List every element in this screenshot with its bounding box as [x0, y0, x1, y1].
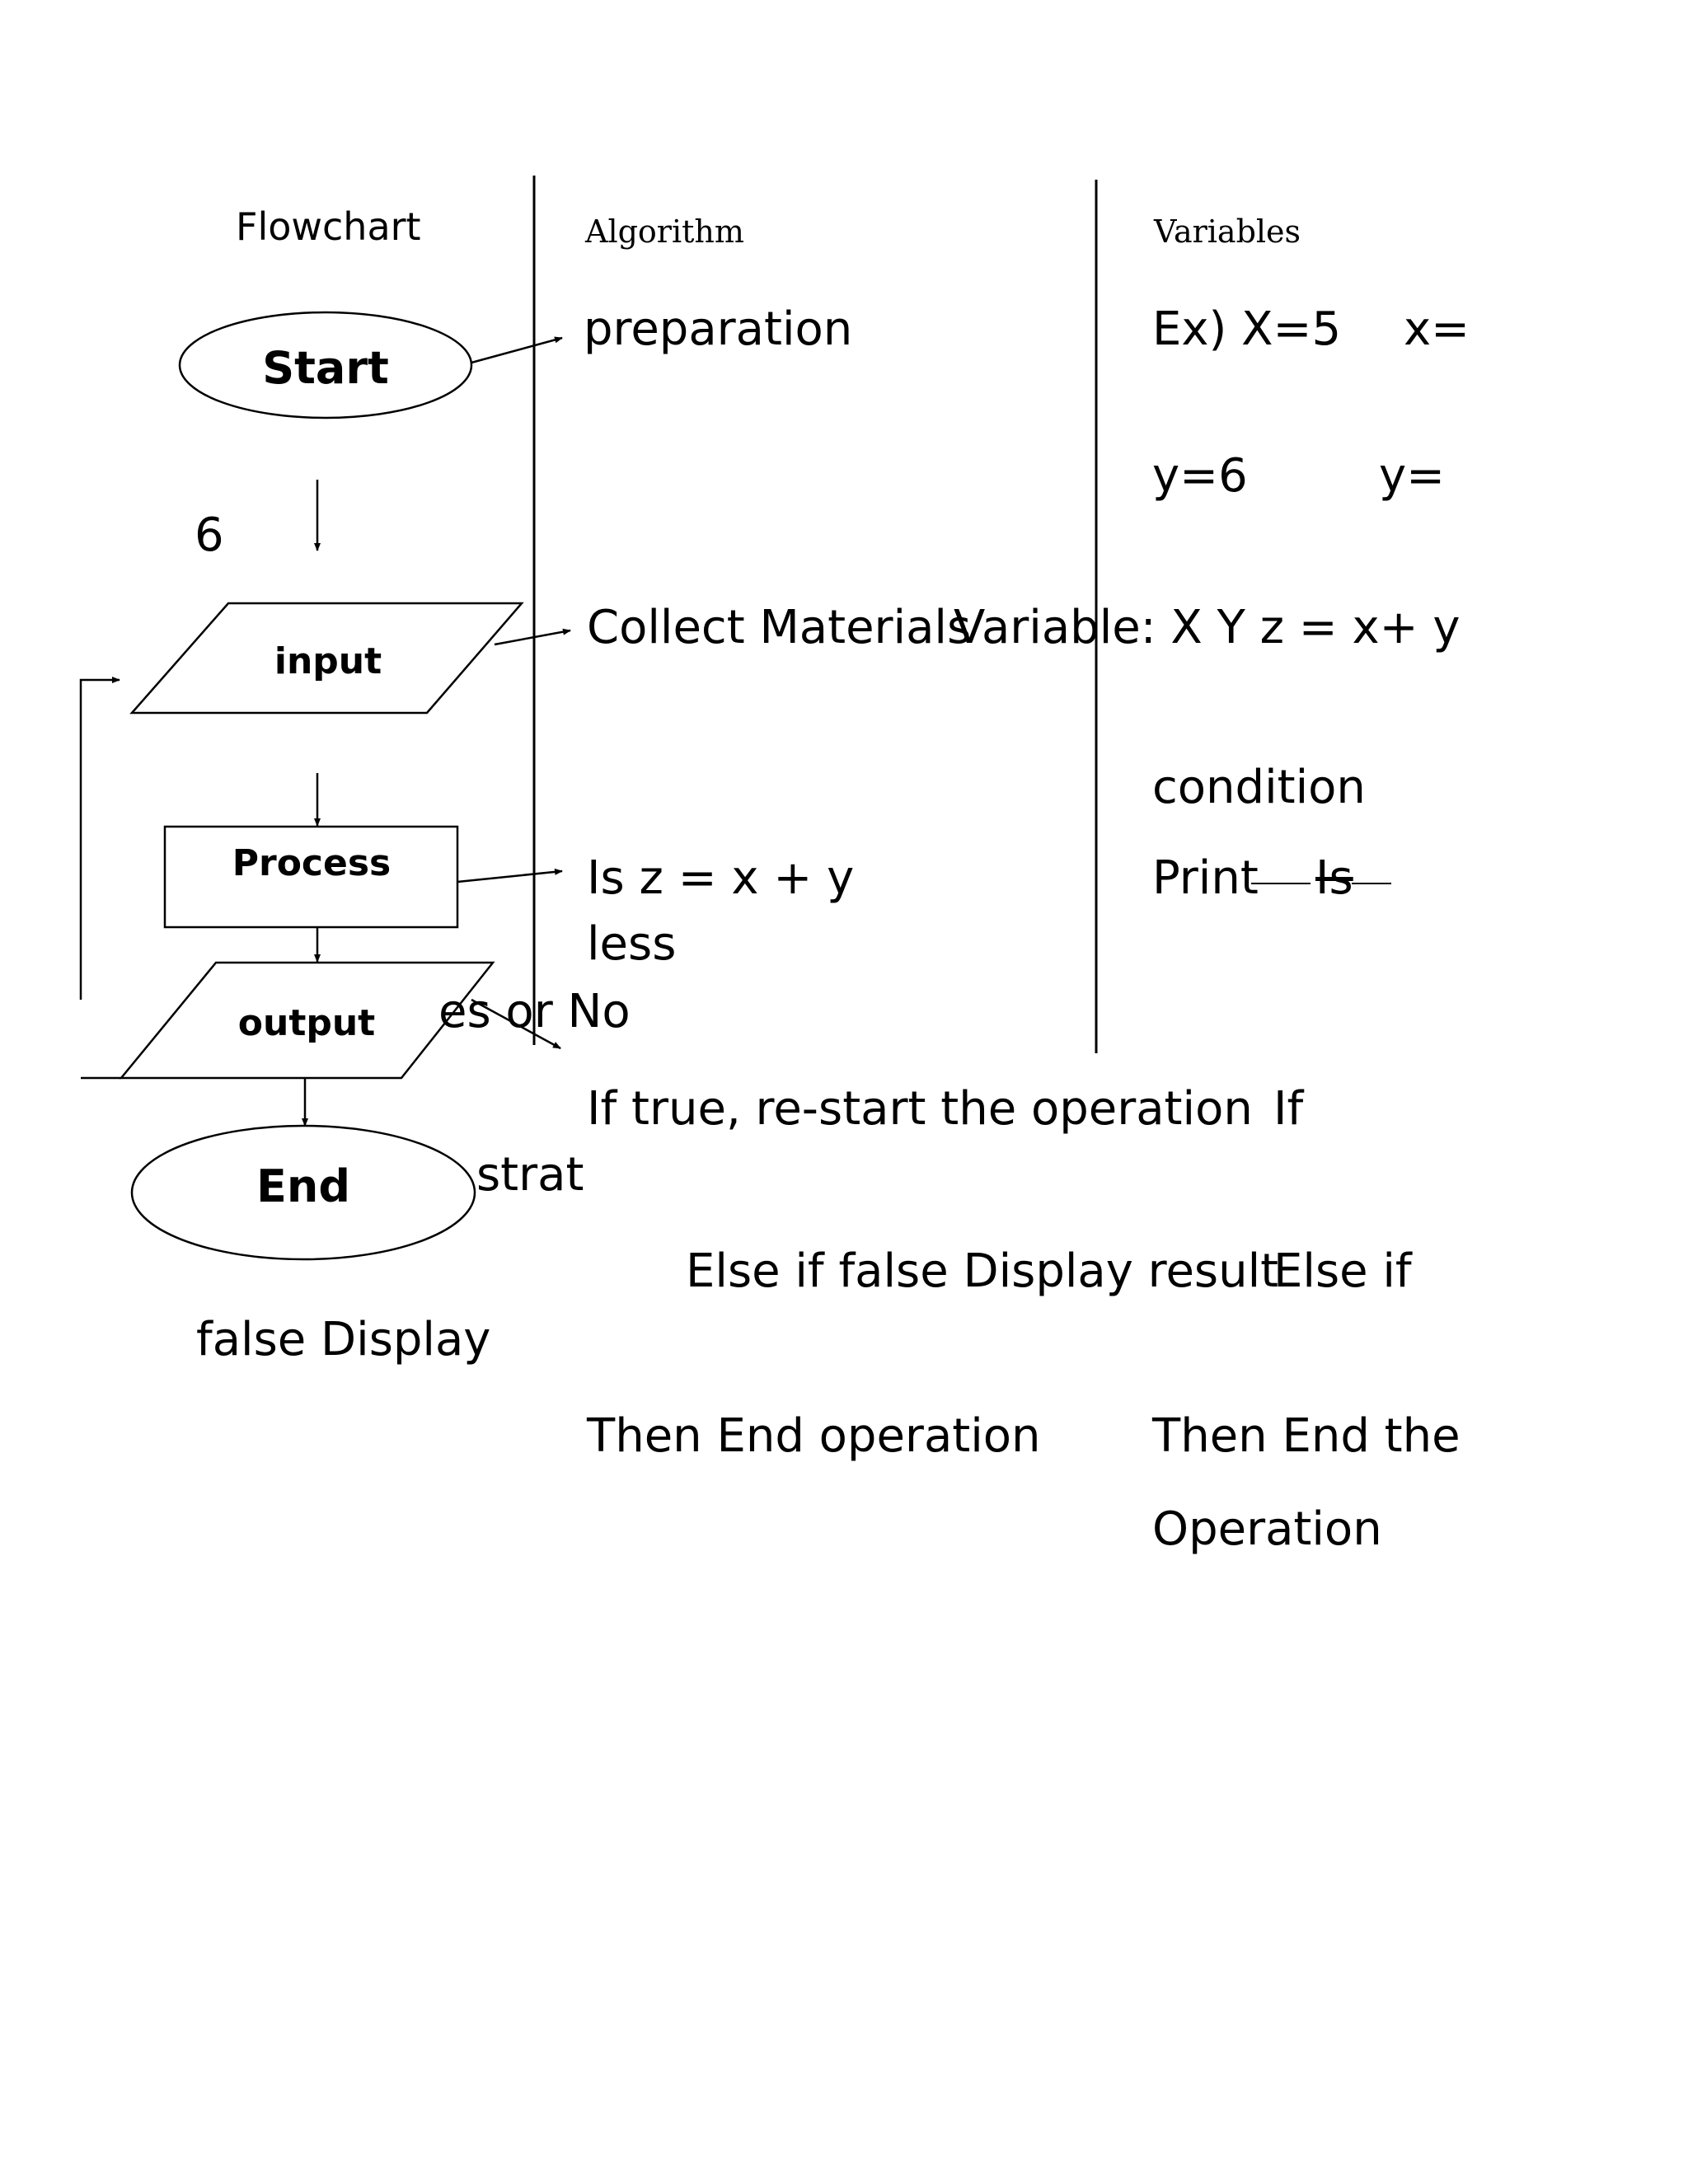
arrow-start-to-preparation	[471, 336, 563, 364]
input-label: input	[274, 640, 382, 682]
arrow-input-to-collect	[494, 628, 571, 646]
variables-if: If	[1273, 1082, 1304, 1136]
stray-six: 6	[195, 509, 224, 562]
variables-operation: Operation	[1152, 1502, 1382, 1556]
input-parallelogram-shape	[129, 602, 524, 715]
variables-condition: condition	[1152, 761, 1366, 814]
variables-variable-xyz: Variable: X Y z = x+ y	[954, 601, 1461, 654]
process-label: Process	[232, 842, 392, 884]
variables-y-eq: y=	[1379, 449, 1446, 503]
variables-is: Is	[1315, 851, 1353, 905]
algorithm-preparation: preparation	[584, 302, 853, 356]
start-label: Start	[262, 342, 389, 394]
algorithm-if-true: If true, re-start the operation	[587, 1082, 1253, 1136]
algorithm-header: Algorithm	[585, 213, 744, 250]
algorithm-less: less	[587, 917, 677, 971]
variables-else-if: Else if	[1273, 1244, 1412, 1298]
algorithm-yes-or-no: es or No	[438, 985, 631, 1038]
algorithm-collect: Collect Materials	[587, 601, 972, 654]
algorithm-else-if: Else if false Display result	[686, 1244, 1279, 1298]
algorithm-is-z: Is z = x + y	[587, 851, 855, 905]
variables-header: Variables	[1154, 213, 1301, 250]
output-parallelogram-shape	[119, 961, 495, 1080]
output-label: output	[237, 1002, 376, 1044]
stray-false-display: false Display	[196, 1313, 491, 1366]
variables-then-end: Then End the	[1152, 1409, 1461, 1463]
stray-strat: strat	[476, 1148, 584, 1202]
variables-y6: y=6	[1152, 449, 1248, 503]
end-label: End	[256, 1160, 350, 1212]
arrow-process-to-condition	[457, 868, 563, 883]
arrow-output-to-if	[471, 998, 561, 1050]
flowchart-header: Flowchart	[236, 204, 421, 249]
process-rectangle-shape	[163, 825, 459, 929]
start-terminal-shape	[178, 311, 473, 419]
loop-back-arrow	[79, 677, 120, 1000]
variables-x-eq: x=	[1404, 302, 1470, 356]
variables-print: Print	[1152, 851, 1259, 905]
algorithm-then-end: Then End operation	[587, 1409, 1041, 1463]
variables-ex-x: Ex) X=5	[1152, 302, 1342, 356]
